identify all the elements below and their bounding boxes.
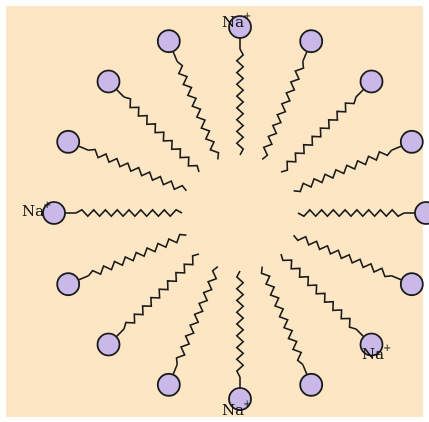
surfactant-molecules: [42, 15, 429, 411]
na-label-left-charge: +: [43, 200, 51, 211]
sodium-ion-label-left: Na +: [22, 200, 51, 220]
na-label-top-base: Na: [222, 13, 244, 31]
tail-connector: [115, 88, 125, 98]
na-label-top-charge: +: [243, 11, 251, 22]
hydrocarbon-tail: [123, 96, 200, 173]
diagram-panel: [6, 6, 423, 417]
sodium-ion-label-bottom-right: Na +: [362, 343, 391, 363]
tail-connector: [172, 50, 178, 62]
polar-head: [399, 129, 424, 154]
hydrocarbon-tail: [235, 270, 245, 378]
polar-head: [299, 29, 324, 54]
hydrocarbon-tail: [176, 60, 220, 160]
tail-connector: [115, 328, 125, 338]
hydrocarbon-tail: [280, 253, 357, 330]
polar-head: [299, 372, 324, 397]
hydrocarbon-tail: [75, 208, 183, 218]
tail-connector: [391, 145, 403, 151]
polar-head: [228, 15, 252, 39]
polar-head: [42, 201, 66, 225]
polar-head: [56, 272, 81, 297]
hydrocarbon-tail: [123, 253, 200, 330]
tail-connector: [172, 364, 178, 376]
polar-head: [414, 201, 429, 225]
polar-head: [96, 332, 121, 357]
hydrocarbon-tail: [88, 148, 188, 192]
hydrocarbon-tail: [87, 233, 187, 277]
hydrocarbon-tail: [293, 149, 393, 193]
tail-connector: [77, 275, 89, 281]
na-label-bottom-right-base: Na: [362, 345, 384, 363]
polar-head: [56, 129, 81, 154]
tail-connector: [355, 328, 365, 338]
tail-connector: [391, 275, 403, 281]
polar-head: [359, 332, 384, 357]
hydrocarbon-tail: [297, 208, 405, 218]
polar-head: [96, 69, 121, 94]
tail-connector: [77, 145, 89, 151]
hydrocarbon-tail: [292, 234, 392, 278]
hydrocarbon-tail: [175, 265, 219, 365]
tail-connector: [355, 88, 365, 98]
na-label-left-base: Na: [22, 202, 44, 220]
hydrocarbon-tail: [260, 266, 304, 366]
na-label-bottom-right-charge: +: [383, 343, 391, 354]
hydrocarbon-tail: [235, 48, 245, 156]
polar-head: [156, 372, 181, 397]
polar-head: [399, 272, 424, 297]
tail-connector: [302, 50, 308, 62]
na-label-bottom-base: Na: [222, 401, 244, 419]
sodium-ion-label-bottom: Na +: [222, 399, 251, 419]
polar-head: [228, 387, 252, 411]
na-label-bottom-charge: +: [243, 399, 251, 410]
tail-connector: [302, 364, 308, 376]
hydrocarbon-tail: [280, 96, 357, 173]
sodium-ion-label-top: Na +: [222, 11, 251, 31]
polar-head: [156, 29, 181, 54]
polar-head: [359, 69, 384, 94]
hydrocarbon-tail: [261, 61, 305, 161]
